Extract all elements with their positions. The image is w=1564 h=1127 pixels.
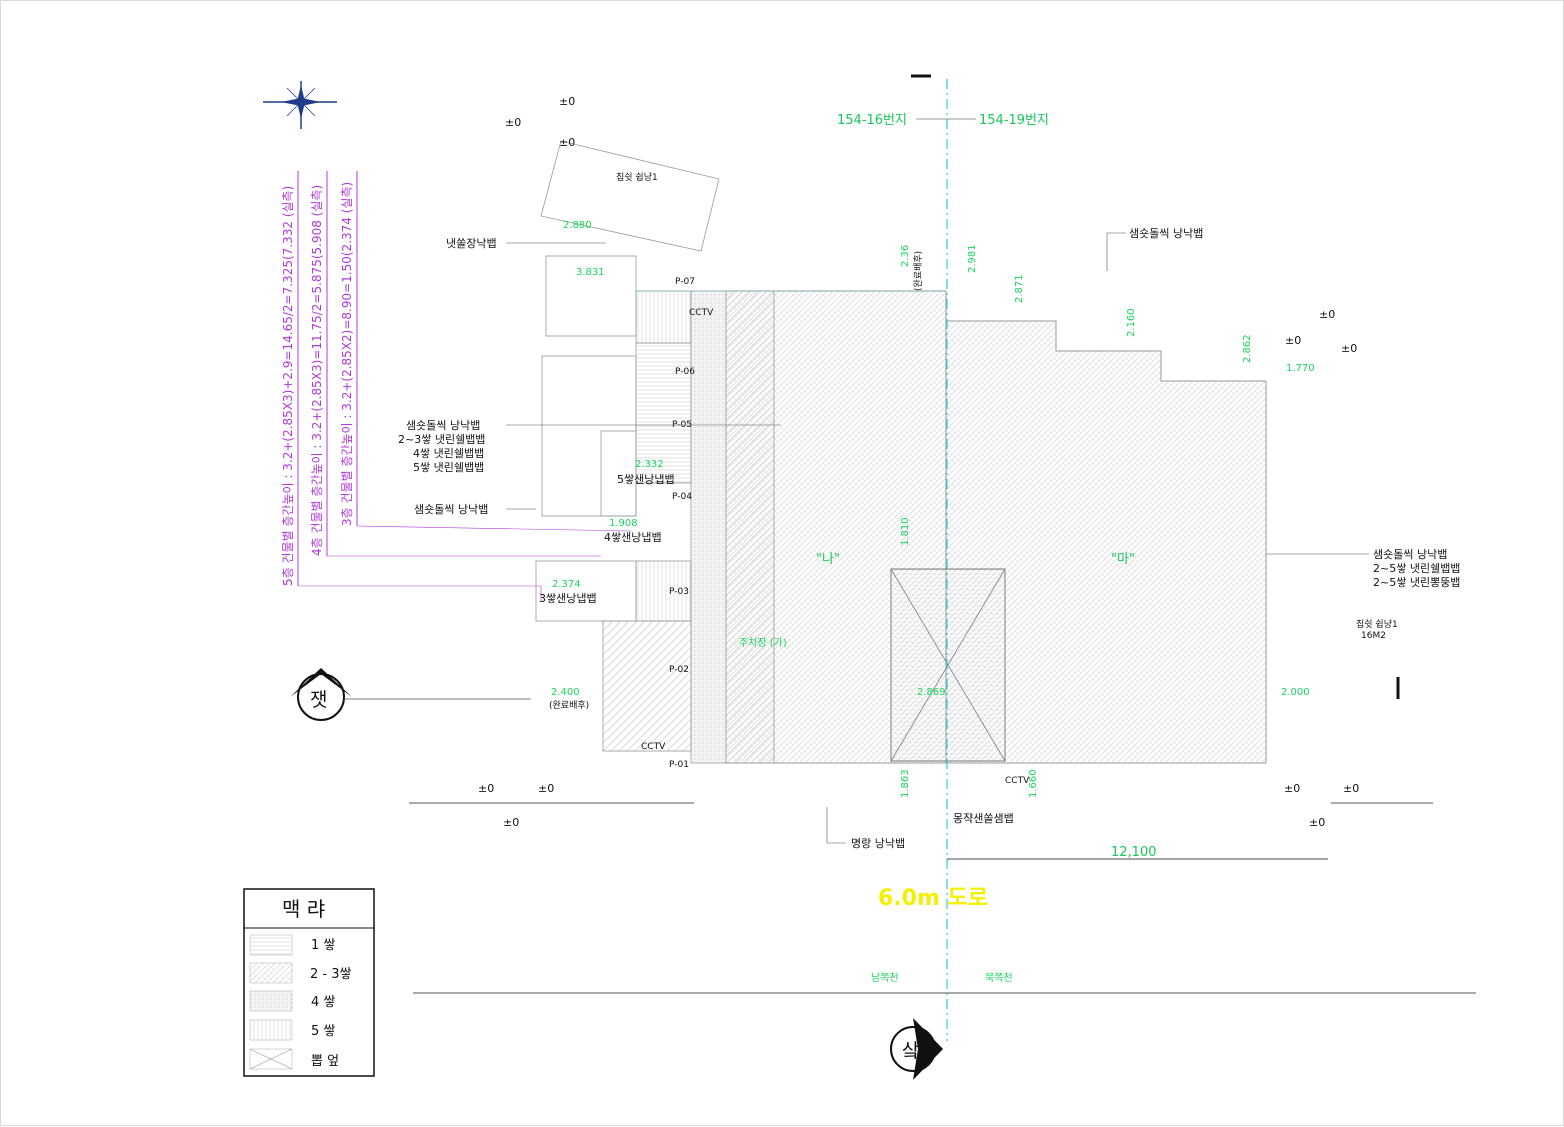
svg-text:3.831: 3.831	[576, 267, 605, 278]
pier-label: P-01	[669, 760, 689, 770]
north-arrow-icon	[263, 81, 337, 129]
svg-text:2.400: 2.400	[551, 687, 580, 698]
svg-text:2.862: 2.862	[1242, 334, 1253, 363]
legend-row: 2 - 3쌓	[310, 967, 351, 982]
svg-text:1.863: 1.863	[900, 769, 911, 798]
section-marker-west: 잿	[290, 668, 531, 721]
svg-text:±0: ±0	[478, 782, 494, 795]
road-label: 6.0m 도로	[878, 886, 988, 911]
svg-text:±0: ±0	[1309, 816, 1325, 829]
zone-right-label: "마"	[1111, 552, 1135, 567]
annotation-top-right: 샘숏돌씩 낭낙뱁	[1129, 227, 1203, 240]
annotation-left-group: 샘숏돌씩 낭낙뱁	[406, 419, 480, 432]
cctv-label: CCTV	[641, 742, 666, 752]
pier-label: P-03	[669, 587, 689, 597]
annotation-bottom-1: 명랑 낭낙뱁	[851, 837, 905, 850]
svg-text:잿: 잿	[310, 689, 327, 711]
svg-text:샄: 샄	[902, 1040, 919, 1062]
svg-text:±0: ±0	[559, 136, 575, 149]
bottom-left-label: 남쪽천	[871, 972, 899, 984]
svg-text:2.869: 2.869	[917, 687, 946, 698]
annotation-bottom-2: 몽쟉샌쏠샘뱁	[953, 812, 1014, 825]
annotation-top-small: 칩쉿 쉽냥1	[616, 172, 658, 183]
svg-text:±0: ±0	[505, 116, 521, 129]
pier-label: P-07	[675, 277, 695, 287]
annotation-right-group: 2~5쌓 냇린뽕뚱뱁	[1373, 576, 1460, 589]
svg-text:±0: ±0	[1285, 334, 1301, 347]
svg-text:2.332: 2.332	[635, 459, 664, 470]
annotation-mid-4: 4쌓샌낭냅뱁	[604, 531, 662, 544]
annotation-right-group: 샘숏돌씩 낭낙뱁	[1373, 548, 1447, 561]
bottom-right-label: 북쪽천	[985, 972, 1013, 984]
svg-text:(완료배후): (완료배후)	[913, 251, 924, 291]
dimension-values: 2.880 3.831 2.332 1.908 2.374 2.400 (완료배…	[549, 220, 1315, 798]
annotation-left-group: 4쌓 냇린쉘뱁뱁	[413, 447, 484, 460]
svg-text:±0: ±0	[538, 782, 554, 795]
annotation-right-group: 2~5쌓 냇린쉘뱁뱁	[1373, 562, 1460, 575]
zone-small-label: 주차장 (가)	[739, 637, 787, 649]
annotation-left-group: 5쌓 냇린쉘뱁뱁	[413, 461, 484, 474]
floor-height-4: 4층 건물별 층간높이 : 3.2+(2.85X3)=11.75/2=5.875…	[310, 185, 324, 556]
annotation-left-group: 2~3쌓 냇린쉘뱁뱁	[398, 433, 485, 446]
left-annex	[535, 140, 720, 752]
floor-height-3: 3층 건물별 층간높이 : 3.2+(2.85X2)=8.90=1.50(2.3…	[340, 182, 354, 526]
svg-text:±0: ±0	[503, 816, 519, 829]
svg-text:1.770: 1.770	[1286, 363, 1315, 374]
annotation-right-small: 16M2	[1361, 631, 1386, 641]
zone-left-label: "나"	[816, 552, 840, 567]
lot-left-label: 154-16번지	[837, 113, 907, 128]
legend-row: 1 쌓	[311, 938, 335, 953]
floor-height-5: 5층 건물별 층간높이 : 3.2+(2.85X3)+2.9=14.65/2=7…	[281, 186, 295, 586]
annotation-right-small: 칩쉿 쉽냥1	[1356, 619, 1398, 630]
svg-text:2.880: 2.880	[563, 220, 592, 231]
svg-text:2.160: 2.160	[1126, 308, 1137, 337]
svg-text:1.810: 1.810	[900, 517, 911, 546]
svg-text:2.981: 2.981	[967, 244, 978, 273]
cctv-label: CCTV	[689, 308, 714, 318]
pier-label: P-02	[669, 665, 689, 675]
legend-row: 4 쌓	[311, 995, 335, 1010]
legend-row: 5 쌓	[311, 1024, 335, 1039]
lot-right-label: 154-19번지	[979, 113, 1049, 128]
svg-text:2.374: 2.374	[552, 579, 581, 590]
legend-title: 맥 랴	[282, 897, 325, 921]
elevation-markers: ±0 ±0 ±0 ±0 ±0 ±0 ±0 ±0 ±0 ±0 ±0 ±0	[478, 95, 1359, 829]
svg-text:2.871: 2.871	[1014, 274, 1025, 303]
svg-text:2.36: 2.36	[900, 245, 911, 267]
pier-label: P-04	[672, 492, 692, 502]
annotation-left-1: 냇쏠장낙뱁	[446, 237, 497, 250]
svg-text:2.000: 2.000	[1281, 687, 1310, 698]
svg-text:1.660: 1.660	[1028, 769, 1039, 798]
annotation-mid-5: 5쌓샌낭냅뱁	[617, 473, 675, 486]
legend-row: 뽑 엎	[311, 1054, 339, 1069]
svg-text:±0: ±0	[559, 95, 575, 108]
building-footprint	[690, 290, 1267, 764]
svg-text:±0: ±0	[1341, 342, 1357, 355]
svg-text:±0: ±0	[1343, 782, 1359, 795]
svg-text:1.908: 1.908	[609, 518, 638, 529]
floor-height-notes: 5층 건물별 층간높이 : 3.2+(2.85X3)+2.9=14.65/2=7…	[281, 171, 632, 601]
svg-text:±0: ±0	[1284, 782, 1300, 795]
property-boundary	[409, 74, 1476, 1041]
annotation-mid-3: 3쌓샌낭냅뱁	[539, 592, 597, 605]
svg-text:±0: ±0	[1319, 308, 1335, 321]
section-marker-south: 샄	[890, 1018, 943, 1080]
svg-text:(완료배후): (완료배후)	[549, 700, 589, 711]
cctv-label: CCTV	[1005, 776, 1030, 786]
pier-label: P-06	[675, 367, 695, 377]
overall-dimension: 12,100	[1111, 845, 1157, 860]
legend-box: 맥 랴 1 쌓 2 - 3쌓 4 쌓 5 쌓 뽑 엎	[243, 888, 375, 1077]
annotation-left-3: 샘숏돌씩 낭낙뱁	[414, 503, 488, 516]
